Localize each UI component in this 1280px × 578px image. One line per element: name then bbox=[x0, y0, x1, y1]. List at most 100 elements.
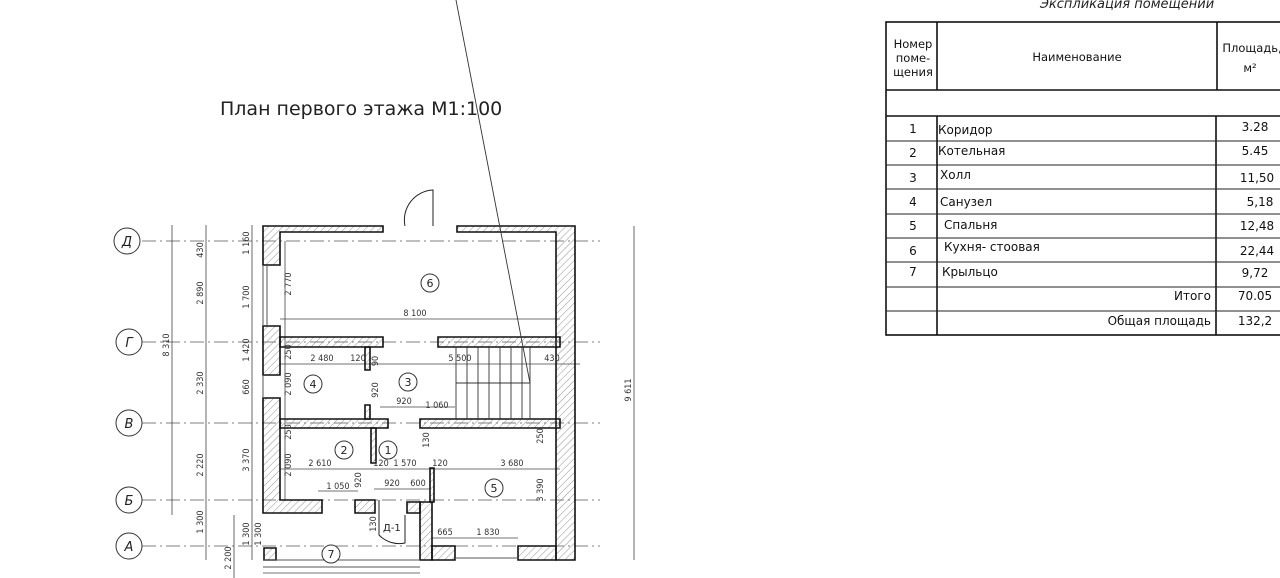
row-name: Спальня bbox=[944, 218, 997, 232]
axis-marker-d bbox=[113, 227, 141, 255]
axis-marker-b bbox=[115, 486, 143, 514]
explication-table bbox=[885, 21, 1280, 336]
dimension-lines bbox=[171, 225, 635, 578]
dim-label: 8 310 bbox=[162, 333, 172, 356]
dim-label: 665 bbox=[437, 528, 452, 538]
entry-door bbox=[403, 189, 434, 227]
overall-area-value: 132,2 bbox=[1238, 314, 1272, 328]
dim-label: 430 bbox=[544, 354, 559, 364]
table-title: Экспликация помещений bbox=[1039, 0, 1214, 12]
dim-label: 2 200 bbox=[224, 546, 234, 569]
row-area: 5.45 bbox=[1242, 144, 1269, 158]
dim-label: 2 220 bbox=[196, 453, 206, 476]
dim-label: 1 050 bbox=[326, 482, 349, 492]
row-number: 1 bbox=[909, 122, 917, 136]
dim-label: 430 bbox=[196, 242, 206, 257]
dim-label: 250 bbox=[536, 428, 546, 443]
row-area: 5,18 bbox=[1247, 195, 1274, 209]
dim-label: 2 090 bbox=[284, 453, 294, 476]
dim-label: 1 300 bbox=[242, 522, 252, 545]
header-number-line: поме- bbox=[896, 51, 930, 65]
staircase bbox=[455, 0, 531, 419]
room-marker-3 bbox=[398, 372, 418, 392]
door-label: Д-1 bbox=[383, 523, 401, 534]
room-marker-6 bbox=[420, 273, 440, 293]
row-number: 4 bbox=[909, 195, 917, 209]
row-area: 9,72 bbox=[1242, 266, 1269, 280]
header-number-line: Номер bbox=[894, 37, 933, 51]
header-area-line: м² bbox=[1243, 61, 1256, 75]
door-d1 bbox=[378, 500, 406, 545]
dim-label: 2 890 bbox=[196, 281, 206, 304]
room-number: 5 bbox=[491, 482, 498, 495]
room-marker-7 bbox=[321, 544, 341, 564]
axis-marker-v bbox=[115, 409, 143, 437]
row-area: 11,50 bbox=[1240, 171, 1274, 185]
dim-label: 1 300 bbox=[196, 510, 206, 533]
dim-label: 3 680 bbox=[500, 459, 523, 469]
dim-label: 600 bbox=[410, 479, 425, 489]
header-area-line: Площадь, bbox=[1222, 41, 1280, 55]
dim-label: 120 bbox=[432, 459, 447, 469]
dim-label: 920 bbox=[371, 382, 381, 397]
row-name: Крыльцо bbox=[942, 265, 998, 279]
total-value: 70.05 bbox=[1238, 289, 1272, 303]
dim-label: 1 160 bbox=[242, 231, 252, 254]
total-label: Итого bbox=[1174, 289, 1211, 303]
dim-label: 2 610 bbox=[308, 459, 331, 469]
axis-label: А bbox=[124, 540, 134, 555]
dim-label: 1 830 bbox=[476, 528, 499, 538]
dim-label: 120 bbox=[350, 354, 365, 364]
row-area: 3.28 bbox=[1242, 120, 1269, 134]
row-number: 6 bbox=[909, 244, 917, 258]
row-name: Санузел bbox=[940, 195, 992, 209]
row-name: Холл bbox=[940, 168, 971, 182]
room-marker-4 bbox=[303, 374, 323, 394]
room-number: 1 bbox=[385, 444, 392, 457]
dim-label: 920 bbox=[384, 479, 399, 489]
plan-title: План первого этажа М1:100 bbox=[220, 98, 502, 120]
dim-label: 2 770 bbox=[284, 272, 294, 295]
dim-label: 130 bbox=[422, 432, 432, 447]
dim-label: 250 bbox=[284, 344, 294, 359]
dim-label: 1 060 bbox=[425, 401, 448, 411]
row-number: 5 bbox=[909, 219, 917, 233]
row-name: Коридор bbox=[938, 123, 993, 137]
row-area: 12,48 bbox=[1240, 219, 1274, 233]
room-marker-5 bbox=[484, 478, 504, 498]
axis-label: В bbox=[125, 417, 134, 432]
axis-label: Д bbox=[121, 235, 132, 250]
dim-label: 130 bbox=[369, 516, 379, 531]
dim-label: 1 420 bbox=[242, 338, 252, 361]
dim-label: 5 500 bbox=[448, 354, 471, 364]
dim-label: 1 300 bbox=[254, 522, 264, 545]
room-number: 6 bbox=[427, 277, 434, 290]
row-number: 3 bbox=[909, 171, 917, 185]
dim-label: 2 480 bbox=[310, 354, 333, 364]
dim-label: 920 bbox=[396, 397, 411, 407]
header-number-line: щения bbox=[893, 65, 933, 79]
overall-area-label: Общая площадь bbox=[1108, 314, 1211, 328]
dim-label: 660 bbox=[242, 379, 252, 394]
dim-label: 2 330 bbox=[196, 371, 206, 394]
dim-label: 9 611 bbox=[624, 378, 634, 401]
room-number: 7 bbox=[328, 548, 335, 561]
room-marker-2 bbox=[334, 440, 354, 460]
dim-label: 2 090 bbox=[284, 372, 294, 395]
walls bbox=[262, 225, 576, 561]
dim-label: 920 bbox=[354, 472, 364, 487]
row-number: 2 bbox=[909, 146, 917, 160]
dim-label: 250 bbox=[284, 424, 294, 439]
row-area: 22,44 bbox=[1240, 244, 1274, 258]
dim-label: 3 370 bbox=[242, 448, 252, 471]
room-number: 4 bbox=[310, 378, 317, 391]
dim-label: 90 bbox=[371, 356, 381, 366]
dim-label: 8 100 bbox=[403, 309, 426, 319]
dim-label: 1 570 bbox=[393, 459, 416, 469]
dim-label: 3 390 bbox=[536, 478, 546, 501]
axis-label: Г bbox=[125, 336, 134, 351]
axis-marker-a bbox=[115, 532, 143, 560]
room-number: 3 bbox=[405, 376, 412, 389]
axis-marker-g bbox=[115, 328, 143, 356]
